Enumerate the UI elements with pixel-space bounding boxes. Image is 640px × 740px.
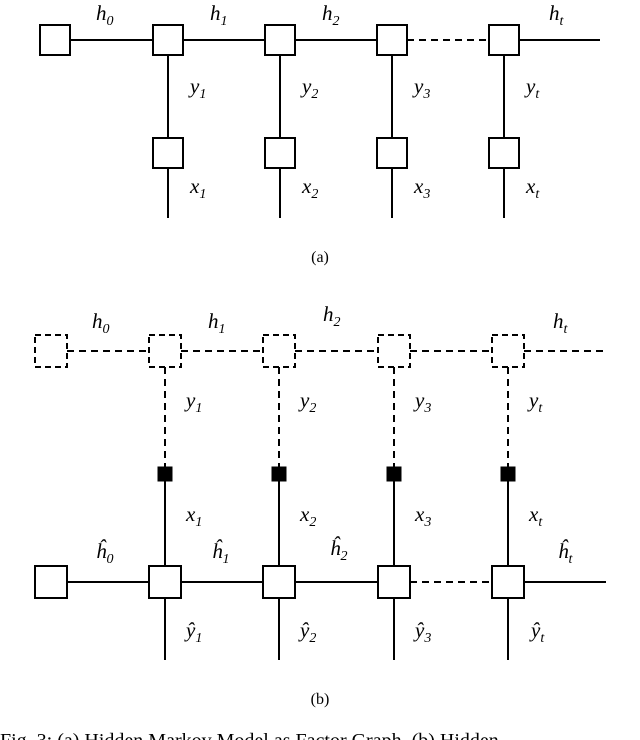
a-y-label: y1: [188, 74, 206, 102]
a-y-label: y3: [412, 74, 430, 102]
b-x-label: x2: [299, 502, 316, 530]
a-y-label: yt: [524, 74, 540, 102]
b-hat-h-label: ĥ2: [330, 536, 348, 564]
a-x-label: x1: [189, 174, 206, 202]
a-x-label: xt: [525, 174, 540, 202]
a-factor-node-t: [488, 24, 520, 56]
figure-caption: Fig. 3: (a) Hidden Markov Model as Facto…: [0, 730, 499, 740]
b-y-label: y3: [413, 388, 431, 416]
a-factor-node-h0: [39, 24, 71, 56]
a-hidden-label: h2: [322, 1, 340, 29]
b-hat-h-label: ĥt: [558, 539, 574, 567]
a-hidden-label: ht: [549, 1, 565, 29]
b-hat-h-label: ĥ1: [212, 539, 230, 567]
b-hidden-label: h1: [208, 309, 226, 337]
b-hidden-label: ht: [553, 309, 569, 337]
b-hidden-label: h0: [92, 309, 110, 337]
a-emission-node-2: [264, 137, 296, 169]
b-hat-y-label: ŷ2: [298, 618, 316, 646]
b-hidden-label: h2: [323, 302, 341, 330]
a-y-label: y2: [300, 74, 318, 102]
b-dashed-node-1: [148, 334, 182, 368]
diagram-a: h0 h1 h2 ht y1 y2 y3 yt x1 x2 x3 xt (a): [39, 1, 600, 266]
b-x-label: x1: [185, 502, 202, 530]
a-factor-node-2: [264, 24, 296, 56]
b-y-label: y1: [184, 388, 202, 416]
b-hat-y-label: ŷt: [529, 618, 545, 646]
b-dashed-node-3: [377, 334, 411, 368]
a-caption: (a): [311, 249, 329, 266]
b-hat-node-1: [148, 565, 182, 599]
b-caption: (b): [311, 691, 330, 708]
b-hat-y-label: ŷ3: [413, 618, 431, 646]
b-hat-node-3: [377, 565, 411, 599]
b-observed-node-t: [500, 466, 516, 482]
a-x-label: x3: [413, 174, 430, 202]
b-hat-node-t: [491, 565, 525, 599]
b-observed-node-2: [271, 466, 287, 482]
a-factor-node-1: [152, 24, 184, 56]
b-x-label: xt: [528, 502, 543, 530]
b-y-label: y2: [298, 388, 316, 416]
a-emission-node-t: [488, 137, 520, 169]
a-factor-node-3: [376, 24, 408, 56]
b-hat-node-h0: [34, 565, 68, 599]
b-dashed-node-t: [491, 334, 525, 368]
b-dashed-node-h0: [34, 334, 68, 368]
b-hat-h-label: ĥ0: [96, 539, 114, 567]
a-hidden-label: h0: [96, 1, 114, 29]
a-x-label: x2: [301, 174, 318, 202]
a-emission-node-1: [152, 137, 184, 169]
a-emission-node-3: [376, 137, 408, 169]
b-x-label: x3: [414, 502, 431, 530]
diagram-b: h0 h1 h2 ht y1 y2 y3 yt x1 x2 x3 xt ĥ0 ĥ…: [34, 302, 606, 708]
b-hat-y-label: ŷ1: [184, 618, 202, 646]
b-hat-node-2: [262, 565, 296, 599]
b-y-label: yt: [527, 388, 543, 416]
a-hidden-label: h1: [210, 1, 228, 29]
b-observed-node-3: [386, 466, 402, 482]
b-dashed-node-2: [262, 334, 296, 368]
b-observed-node-1: [157, 466, 173, 482]
